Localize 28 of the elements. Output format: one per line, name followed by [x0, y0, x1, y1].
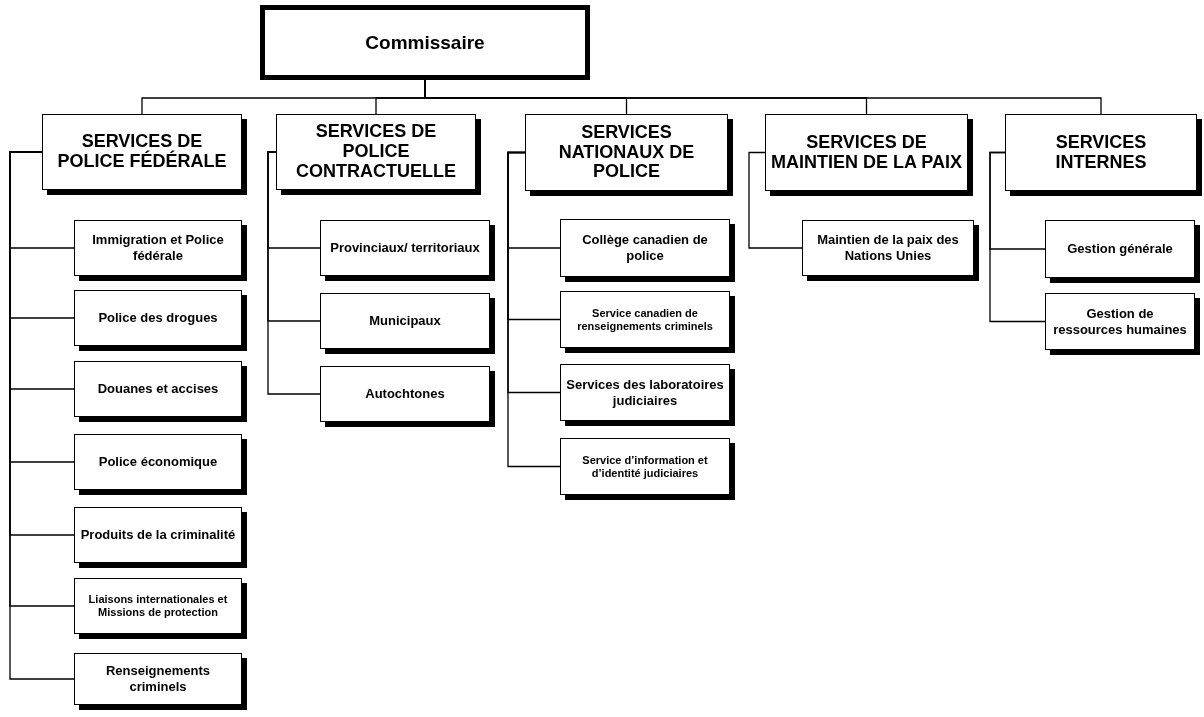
- box-label: Gestion de ressources humaines: [1052, 305, 1188, 338]
- box-label: Service d’information et d’identité judiciaires: [581, 453, 709, 480]
- box-label: SERVICES DE POLICE CONTRACTUELLE: [295, 122, 457, 182]
- box-label: SERVICES INTERNES: [1054, 132, 1148, 173]
- box-label: Produits de la criminalité: [80, 527, 236, 543]
- box-label: Autochtones: [365, 386, 445, 402]
- box-label: Douanes et accises: [97, 381, 219, 397]
- connector-line: [989, 151, 1046, 323]
- box-label: Immigration et Police fédérale: [91, 232, 225, 264]
- box-label: Service canadien de renseignements criminels: [576, 306, 714, 333]
- box-label: SERVICES DE MAINTIEN DE LA PAIX: [770, 132, 963, 173]
- connector-line: [267, 151, 321, 395]
- connector-line: [748, 151, 803, 249]
- box-label: Municipaux: [369, 313, 441, 329]
- title-box: [260, 5, 590, 80]
- box-label: SERVICES NATIONAUX DE POLICE: [557, 122, 696, 183]
- box-label: Services des laboratoires judiciaires: [565, 376, 725, 409]
- box-label: Maintien de la paix des Nations Unies: [816, 232, 960, 264]
- box-label: Gestion générale: [1067, 241, 1173, 257]
- box-label: Commissaire: [365, 31, 485, 54]
- box-label: Liaisons internationales et Missions de protection: [87, 593, 229, 619]
- connector-line: [507, 151, 561, 468]
- box-label: Renseignements criminels: [104, 663, 211, 695]
- box-label: SERVICES DE POLICE FÉDÉRALE: [56, 132, 228, 172]
- box-label: Provinciaux/ territoriaux: [330, 240, 480, 256]
- box-label: Police économique: [98, 454, 218, 470]
- box-label: Collège canadien de police: [581, 232, 709, 264]
- box-label: Police des drogues: [98, 310, 218, 326]
